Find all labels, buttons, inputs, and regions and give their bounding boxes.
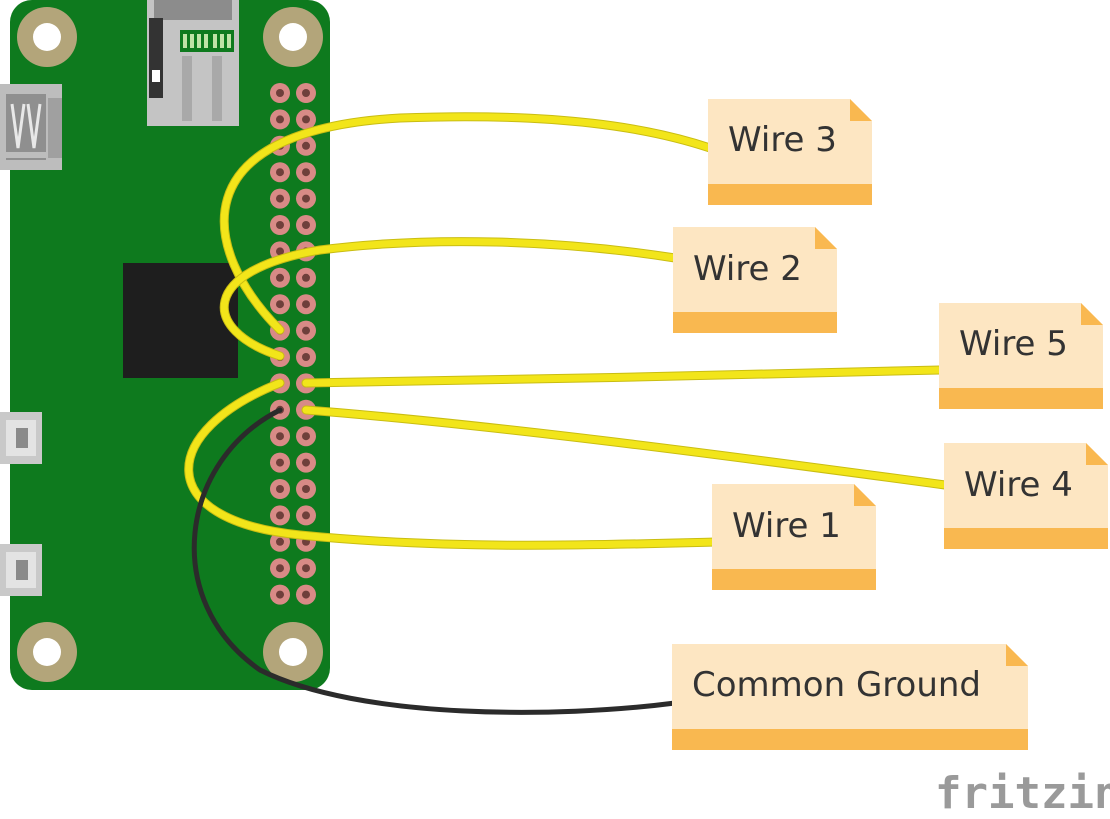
gpio-pin[interactable] [270,558,290,579]
gpio-pin[interactable] [270,505,290,526]
gpio-pin[interactable] [270,426,290,447]
gpio-pin[interactable] [296,215,316,235]
note-wire-2-label: Wire 2 [693,249,802,289]
wire-1[interactable] [185,379,719,549]
mini-hdmi-connector [0,84,62,170]
raspberry-pi-zero-board [0,0,330,690]
gpio-pin[interactable] [296,426,316,447]
fritzing-logo: fritzing [935,768,1110,819]
note-wire-4: Wire 4 [944,443,1108,549]
gpio-pin[interactable] [270,584,290,605]
gpio-pin[interactable] [270,294,290,315]
gpio-pin[interactable] [296,188,316,209]
gpio-pin[interactable] [296,109,316,130]
gpio-pin[interactable] [270,188,290,209]
sd-card-slot [147,0,239,126]
gpio-pin[interactable] [296,83,316,103]
gpio-pin[interactable] [270,215,290,235]
gpio-pin[interactable] [296,267,316,288]
gpio-pin[interactable] [296,162,316,183]
note-common-ground-label: Common Ground [692,665,981,705]
gpio-pin[interactable] [296,294,316,315]
note-wire-3: Wire 3 [708,99,872,205]
note-wire-5: Wire 5 [939,303,1103,409]
gpio-pin[interactable] [296,558,316,579]
wires [184,112,950,715]
gpio-pin[interactable] [296,505,316,526]
wire-5[interactable] [302,366,944,387]
wire-common-ground[interactable] [191,407,678,715]
note-wire-4-label: Wire 4 [964,465,1073,505]
note-common-ground: Common Ground [672,644,1028,750]
wire-3[interactable] [220,113,714,334]
note-wire-1-label: Wire 1 [732,506,841,546]
mounting-hole-bottom-left [17,622,77,682]
gpio-pin[interactable] [270,109,290,130]
micro-usb-port-2 [0,544,42,596]
gpio-pin[interactable] [270,83,290,103]
gpio-pin[interactable] [296,320,316,341]
note-wire-1: Wire 1 [712,484,876,590]
note-wire-3-label: Wire 3 [728,120,837,160]
wire-4[interactable] [302,406,949,489]
mounting-hole-top-left [17,7,77,67]
note-wire-2: Wire 2 [673,227,837,333]
gpio-pin[interactable] [270,162,290,183]
gpio-pin[interactable] [296,135,316,156]
gpio-pin[interactable] [270,267,290,288]
gpio-pin[interactable] [296,584,316,605]
gpio-pin[interactable] [270,452,290,473]
mounting-hole-bottom-right [263,622,323,682]
cpu-chip [123,263,238,378]
note-wire-5-label: Wire 5 [959,324,1068,364]
gpio-pin[interactable] [296,479,316,499]
micro-usb-port-1 [0,412,42,464]
mounting-hole-top-right [263,7,323,67]
gpio-pin[interactable] [270,479,290,499]
wire-2[interactable] [220,238,679,360]
gpio-pin[interactable] [296,347,316,367]
gpio-pin[interactable] [296,452,316,473]
